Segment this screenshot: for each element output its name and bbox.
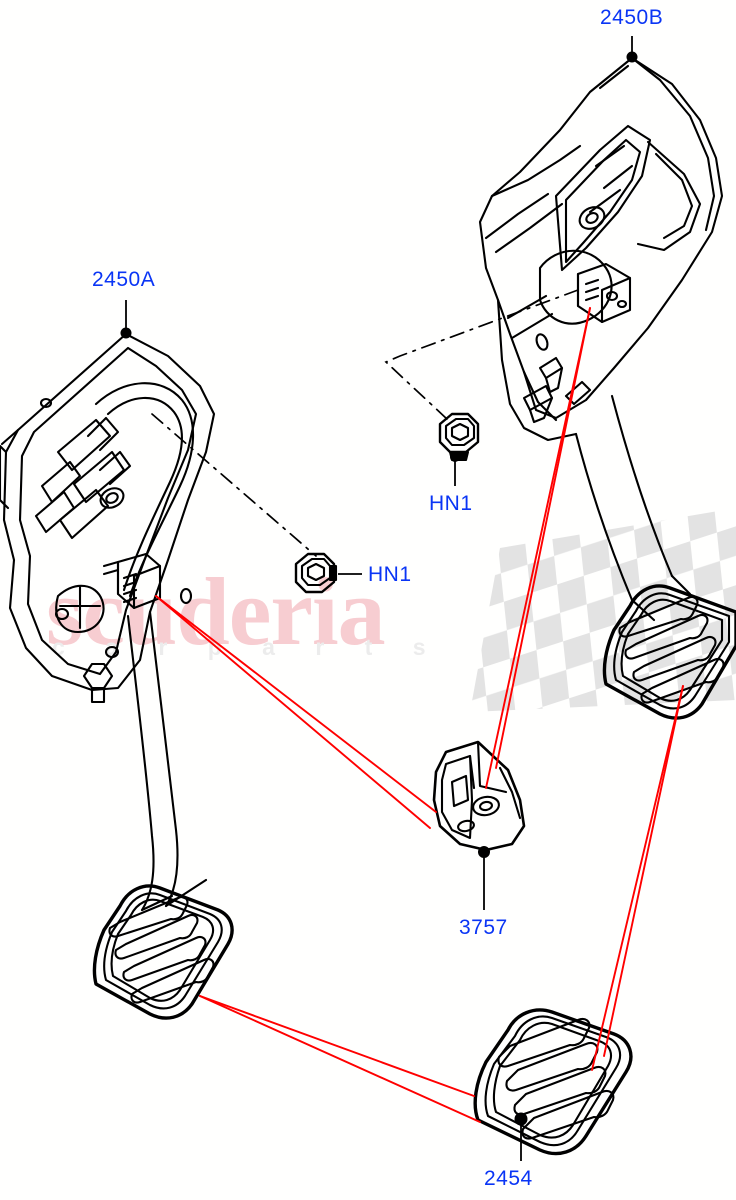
- switch-block-right: [576, 262, 632, 324]
- dash-dot-left: [151, 413, 317, 557]
- red-callout-lines: [155, 307, 684, 1123]
- red-padleft-to-2454-b: [199, 995, 481, 1123]
- pedal-pad-left: [92, 884, 234, 1020]
- pedal-pad-right: [602, 584, 736, 720]
- part-label-2454[interactable]: 2454: [484, 1167, 533, 1190]
- part-2454-pedal-pad: [473, 1008, 633, 1156]
- dash-dot-right: [384, 289, 579, 421]
- red-2450a-to-3757-a: [155, 595, 437, 813]
- part-label-2450b[interactable]: 2450B: [600, 6, 664, 29]
- part-label-2450a[interactable]: 2450A: [92, 268, 156, 291]
- part-hn1-nut-lower: [294, 552, 338, 594]
- part-label-hn1-upper[interactable]: HN1: [429, 492, 473, 515]
- part-2450a-brake-pedal-assembly: [0, 332, 234, 1020]
- part-3757-switch-bracket: [432, 740, 526, 852]
- red-2450a-to-3757-b: [155, 595, 431, 829]
- red-2450b-to-3757-b: [485, 307, 591, 789]
- part-hn1-nut-upper: [438, 412, 480, 462]
- part-2450b-clutch-pedal-assembly: [478, 56, 736, 720]
- alignment-dash-dot-lines: [151, 289, 579, 557]
- red-padright-to-2454-b: [603, 685, 684, 1057]
- red-padleft-to-2454-a: [199, 995, 475, 1097]
- label-leader-lines: [125, 36, 633, 1161]
- label-anchor-dots: [120, 51, 638, 1126]
- red-padright-to-2454-a: [591, 685, 684, 1071]
- part-label-3757[interactable]: 3757: [459, 916, 508, 939]
- part-label-hn1-lower[interactable]: HN1: [368, 563, 412, 586]
